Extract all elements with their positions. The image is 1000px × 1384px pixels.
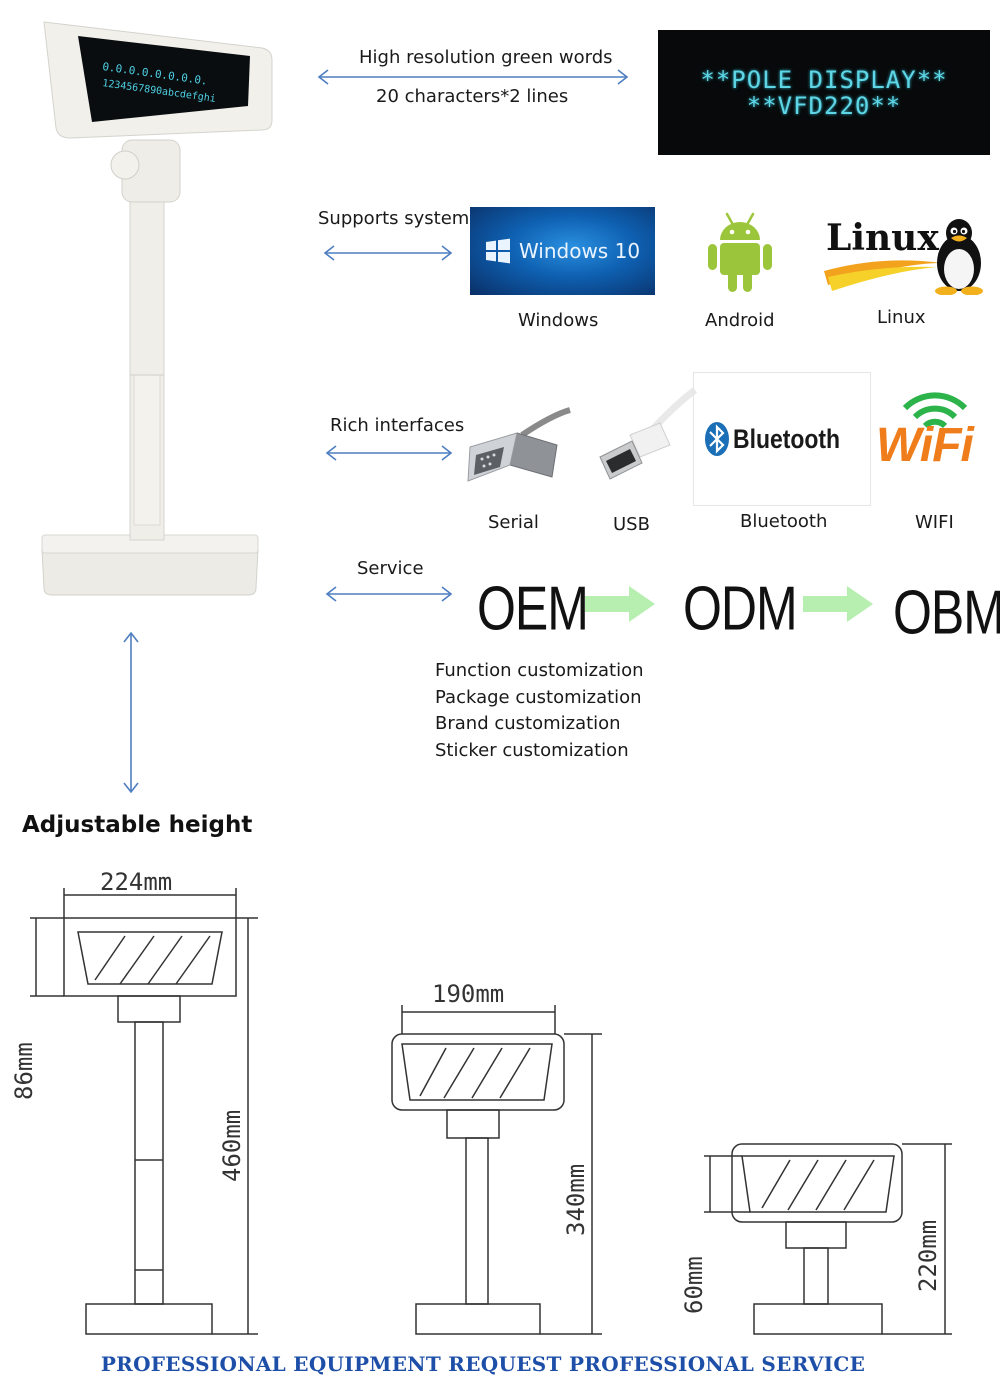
linux-swoosh bbox=[824, 260, 942, 291]
service-double-arrow bbox=[325, 586, 453, 602]
android-label: Android bbox=[705, 310, 775, 331]
dim-medium-width: 190mm bbox=[432, 980, 505, 1008]
windows-label: Windows bbox=[518, 310, 599, 331]
vfd-line-2: **VFD220** bbox=[746, 91, 902, 120]
vfd-display-sample: **POLE DISPLAY** **VFD220** bbox=[658, 30, 990, 155]
service-step-obm: OBM bbox=[893, 577, 1000, 648]
dimension-drawing-small bbox=[704, 1143, 952, 1335]
bluetooth-logo: Bluetooth bbox=[693, 372, 871, 506]
linux-label: Linux bbox=[877, 307, 926, 328]
usb-label: USB bbox=[613, 514, 650, 535]
bluetooth-logo-text: Bluetooth bbox=[733, 423, 841, 454]
bluetooth-icon bbox=[705, 422, 729, 456]
customization-item: Function customization bbox=[435, 660, 644, 681]
linux-logo: Linux bbox=[822, 215, 992, 300]
rich-interfaces-heading: Rich interfaces bbox=[330, 415, 465, 436]
bluetooth-label: Bluetooth bbox=[740, 511, 828, 532]
serial-connector-icon bbox=[467, 407, 571, 482]
green-arrow-icon bbox=[803, 586, 873, 622]
wifi-signal-icon bbox=[902, 392, 968, 429]
dimension-drawing-medium bbox=[391, 1005, 602, 1335]
wifi-logo: WiFi bbox=[872, 380, 990, 485]
footer-slogan: PROFESSIONAL EQUIPMENT REQUEST PROFESSIO… bbox=[100, 1352, 866, 1376]
dim-medium-total-height: 340mm bbox=[562, 1163, 590, 1236]
dimension-drawing-large bbox=[30, 888, 258, 1335]
dim-large-total-height: 460mm bbox=[218, 1109, 246, 1182]
dim-small-head-height: 60mm bbox=[680, 1256, 708, 1314]
customization-item: Sticker customization bbox=[435, 739, 629, 761]
pole-display-product-image: 0.0.0.0.0.0.0.0. 1234567890abcdefghi bbox=[41, 21, 273, 596]
wifi-label: WIFI bbox=[915, 512, 954, 533]
customization-item: Package customization bbox=[435, 686, 642, 708]
dim-large-head-height: 86mm bbox=[10, 1042, 38, 1100]
serial-label: Serial bbox=[488, 512, 539, 533]
customization-item: Brand customization bbox=[435, 713, 621, 734]
feature-line-2: 20 characters*2 lines bbox=[376, 86, 569, 107]
windows10-badge-text: Windows 10 bbox=[518, 239, 641, 263]
adjustable-height-arrow bbox=[123, 631, 139, 794]
dim-small-total-height: 220mm bbox=[914, 1219, 942, 1292]
usb-connector-icon bbox=[599, 387, 698, 480]
interfaces-double-arrow bbox=[325, 445, 453, 461]
adjustable-height-label: Adjustable height bbox=[22, 812, 253, 838]
service-step-odm: ODM bbox=[683, 573, 798, 644]
windows10-logo: Windows 10 bbox=[470, 207, 655, 295]
service-heading: Service bbox=[357, 558, 424, 579]
feature-line-1: High resolution green words bbox=[359, 47, 613, 68]
green-arrow-icon bbox=[585, 586, 655, 622]
dim-large-width: 224mm bbox=[100, 868, 173, 896]
customization-list: Function customization Package customiza… bbox=[435, 658, 644, 764]
windows-icon bbox=[485, 238, 510, 264]
supports-system-heading: Supports system bbox=[318, 208, 470, 229]
service-step-oem: OEM bbox=[477, 573, 589, 644]
android-icon bbox=[708, 212, 772, 292]
linux-logo-text: Linux bbox=[826, 217, 939, 259]
systems-double-arrow bbox=[323, 245, 453, 261]
tux-penguin-icon bbox=[935, 219, 983, 295]
wifi-logo-text: WiFi bbox=[876, 419, 974, 472]
display-double-arrow bbox=[317, 69, 629, 85]
vfd-line-1: **POLE DISPLAY** bbox=[700, 65, 948, 94]
